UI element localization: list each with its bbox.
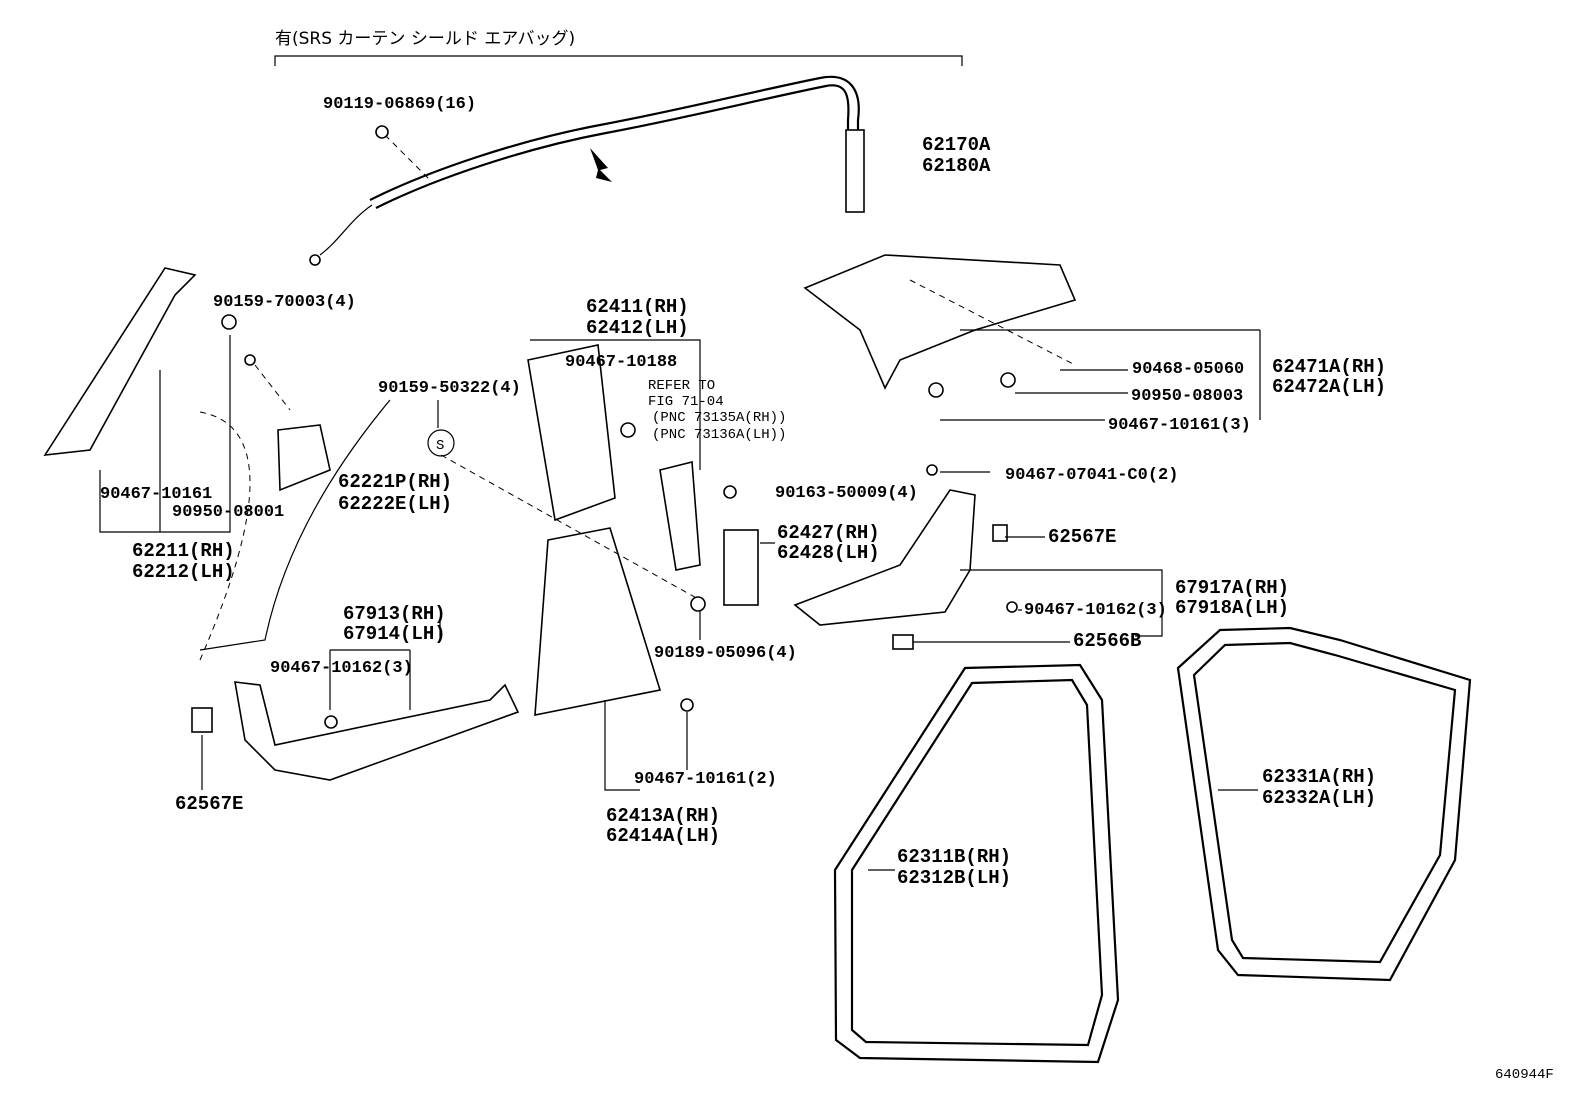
center-pillar-upper-garnish [527,344,616,522]
reference-note: REFER TO [648,378,715,394]
reference-note: (PNC 73136A(LH)) [652,427,786,443]
curtain-airbag [309,75,865,266]
reference-note: FIG 71-04 [648,394,724,410]
part-label: 62411(RH) [586,296,689,318]
part-label: 62413A(RH) [606,805,720,827]
part-label: 90467-10161(2) [634,770,777,789]
part-label: 62567E [1048,526,1116,548]
part-label: 90468-05060 [1132,360,1244,379]
airbag-bracket [274,55,963,66]
part-label: 90950-08001 [172,503,284,522]
part-label: 90159-50322(4) [378,379,521,398]
part-label: 90467-10162(3) [1024,601,1167,620]
part-label: 62427(RH) [777,522,880,544]
part-label: 90467-10161 [100,485,212,504]
part-label: 62472A(LH) [1272,376,1386,398]
seat-belt-anchor-cover [659,460,701,571]
part-label: 62212(LH) [132,561,235,583]
part-label: 90189-05096(4) [654,644,797,663]
part-label: 90467-10161(3) [1108,416,1251,435]
part-label: 67914(LH) [343,623,446,645]
part-label: 62211(RH) [132,540,235,562]
part-label: 62222E(LH) [338,493,452,515]
part-label: 62170A [922,134,991,156]
part-label: 62566B [1073,630,1141,652]
part-label: 90467-10162(3) [270,659,413,678]
part-label: 67918A(LH) [1175,597,1289,619]
part-labels: 90119-06869(16) 62170A 62180A 90159-7000… [100,95,1386,889]
part-label: 62567E [175,793,243,815]
front-pillar-garnish [43,267,197,456]
part-label: 62180A [922,155,991,177]
airbag-variant-note: 有(SRS カーテン シールド エアバッグ) [275,29,575,49]
reference-note: (PNC 73135A(RH)) [652,410,786,426]
figure-id: 640944F [1495,1067,1554,1083]
center-pillar-lower-garnish [534,527,662,716]
part-label: 90163-50009(4) [775,484,918,503]
roof-side-inner-garnish [803,254,1077,390]
part-label: 62471A(RH) [1272,356,1386,378]
part-label: 62428(LH) [777,542,880,564]
direction-arrow-icon [590,148,612,182]
clip-icon [375,125,389,139]
s-mark-circle [427,429,455,457]
part-label: 90467-07041-C0(2) [1005,466,1178,485]
part-label: 62332A(LH) [1262,787,1376,809]
rear-door-scuff-plate [793,489,976,626]
part-label: 90950-08003 [1131,387,1243,406]
s-mark: S [436,438,444,454]
part-label: 90159-70003(4) [213,293,356,312]
part-label: 67917A(RH) [1175,577,1289,599]
part-label: 90119-06869(16) [323,95,476,114]
belt-guide [723,529,759,606]
part-label: 67913(RH) [343,603,446,625]
part-label: 62412(LH) [586,317,689,339]
pillar-bracket [277,424,331,492]
part-label: 62414A(LH) [606,825,720,847]
front-door-scuff-plate [234,681,520,781]
rear-door-weatherstrip [1176,626,1472,982]
part-label: 62312B(LH) [897,867,1011,889]
part-label: 62311B(RH) [897,846,1011,868]
part-label: 62221P(RH) [338,471,452,493]
part-label: 90467-10188 [565,353,677,372]
front-door-weatherstrip [833,663,1120,1064]
part-label: 62331A(RH) [1262,766,1376,788]
